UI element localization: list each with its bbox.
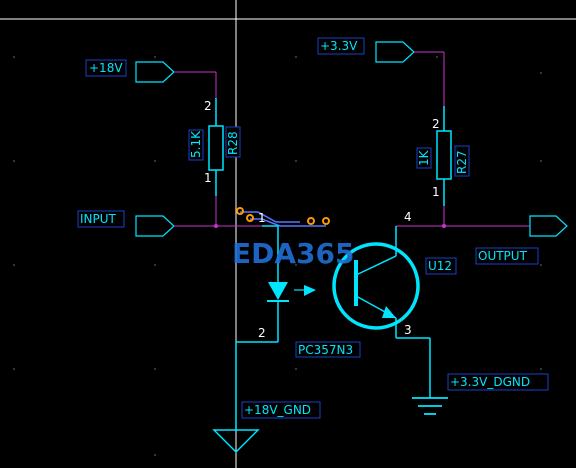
u12-ref: U12: [428, 259, 452, 273]
net-label-3v3[interactable]: +3.3V: [317, 37, 365, 55]
port-18v[interactable]: [135, 61, 175, 83]
r28-value: 5.1K: [189, 130, 203, 158]
r28-ref: R28: [226, 131, 240, 155]
net-label-3v3-text: +3.3V: [320, 39, 358, 53]
net-label-18v-gnd[interactable]: +18V_GND: [241, 401, 321, 419]
port-output[interactable]: [529, 215, 568, 237]
optocoupler-pc357n3[interactable]: 1 2 PC357N3: [236, 211, 361, 358]
net-label-18v-gnd-text: +18V_GND: [244, 403, 311, 417]
net-label-dgnd[interactable]: +3.3V_DGND: [447, 373, 549, 391]
opto-pin-2: 2: [258, 326, 266, 340]
net-label-input[interactable]: INPUT: [77, 210, 125, 228]
pcb-pads-trace: [236, 207, 330, 227]
emitter-arrow-icon: [382, 306, 396, 318]
port-3v3[interactable]: [375, 41, 415, 63]
resistor-r27[interactable]: 2 1 1K R27: [416, 106, 470, 206]
opto-pin-1: 1: [258, 211, 266, 225]
r28-pin-bottom: 1: [204, 171, 212, 185]
junction-output: [442, 224, 446, 228]
r27-ref: R27: [455, 150, 469, 174]
ground-dgnd-icon[interactable]: [412, 397, 448, 415]
junction-input: [214, 224, 218, 228]
watermark: EDA365: [232, 237, 355, 270]
net-label-output-text: OUTPUT: [478, 249, 528, 263]
opto-part-number: PC357N3: [298, 343, 353, 357]
transistor-u12[interactable]: 4 3 U12: [332, 210, 457, 338]
r28-pin-top: 2: [204, 99, 212, 113]
net-label-output[interactable]: OUTPUT: [475, 247, 539, 265]
net-label-dgnd-text: +3.3V_DGND: [450, 375, 530, 389]
net-label-18v[interactable]: +18V: [85, 59, 127, 77]
r27-pin-bottom: 1: [432, 185, 440, 199]
net-label-18v-text: +18V: [89, 61, 123, 75]
light-arrow-icon: [304, 285, 316, 296]
resistor-r28[interactable]: 2 1 5.1K R28: [188, 98, 241, 196]
net-label-input-text: INPUT: [80, 212, 117, 226]
u12-pin-4: 4: [404, 210, 412, 224]
u12-pin-3: 3: [404, 323, 412, 337]
port-input[interactable]: [135, 215, 175, 237]
ground-18v-icon[interactable]: [212, 429, 260, 454]
r27-pin-top: 2: [432, 117, 440, 131]
led-diode-icon: [268, 282, 288, 300]
r27-value: 1K: [417, 149, 431, 166]
